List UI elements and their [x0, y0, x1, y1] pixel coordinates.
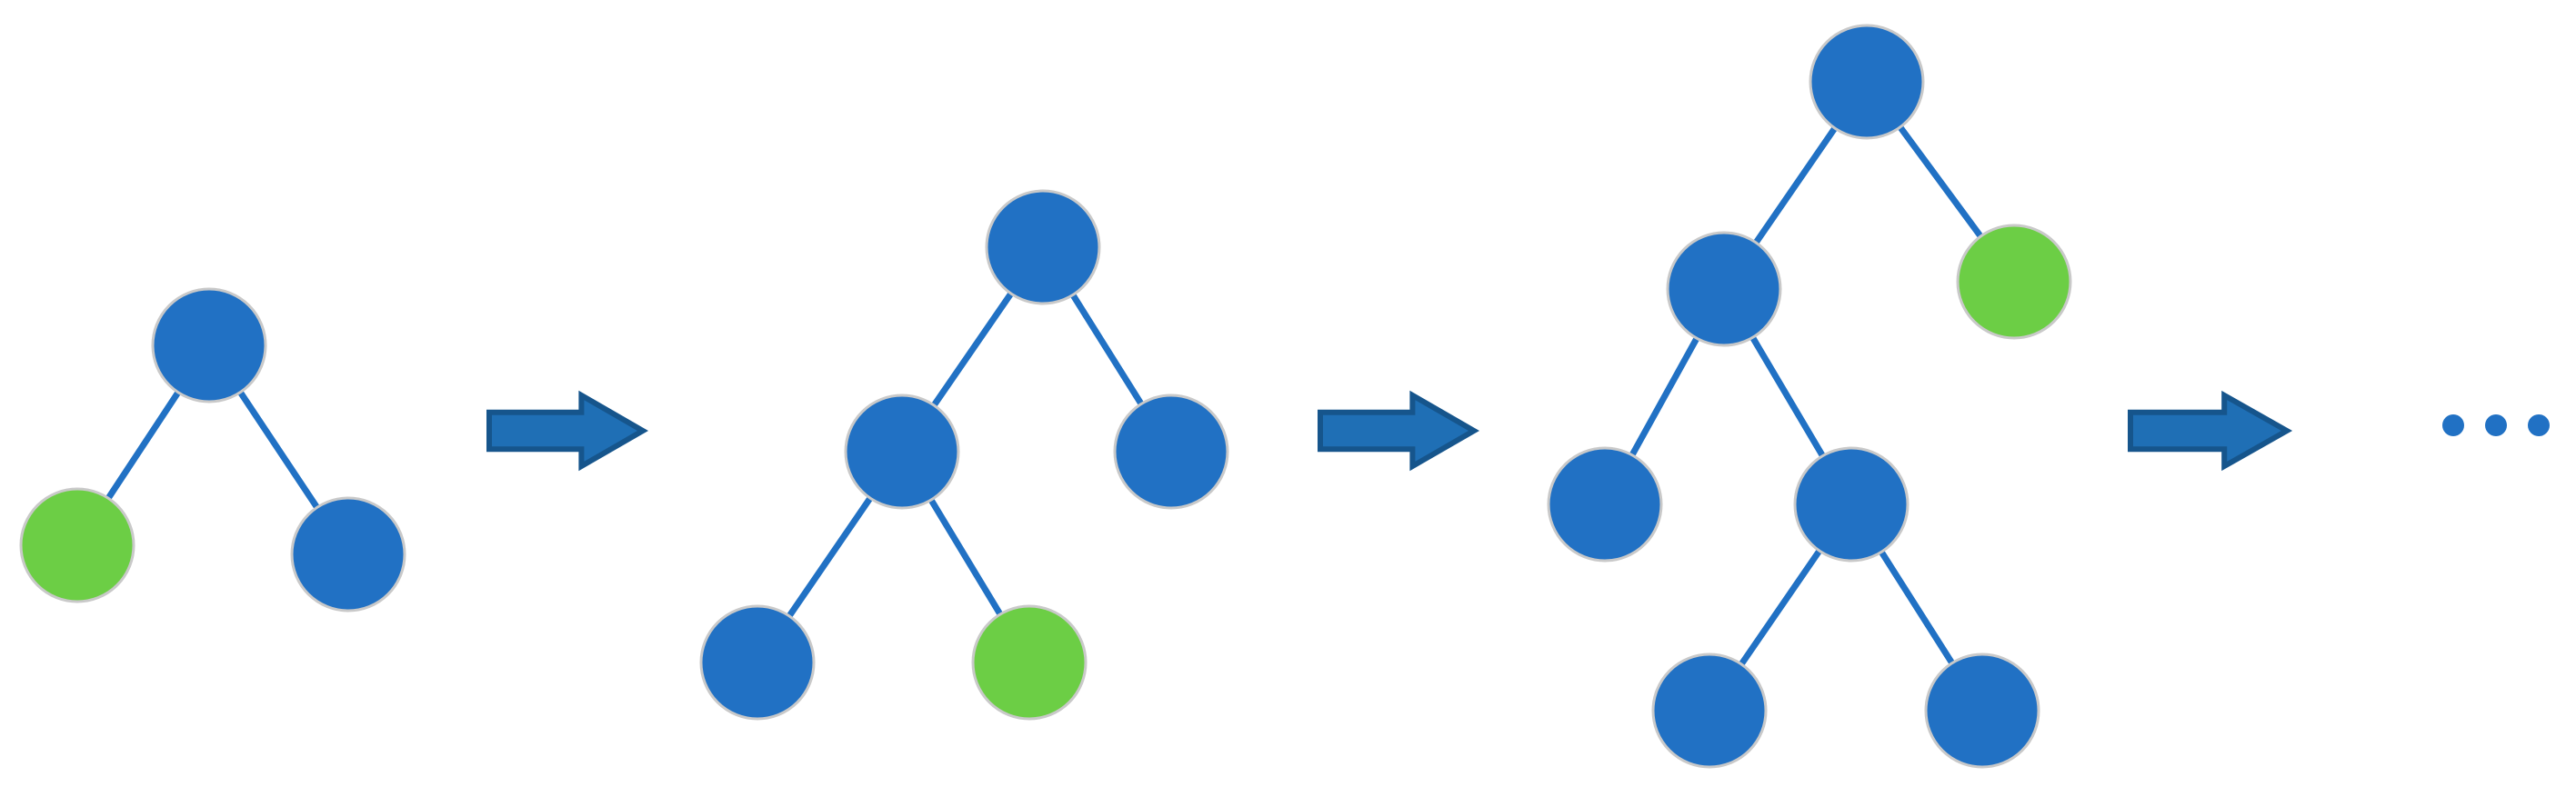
tree-node-blue[interactable]	[844, 394, 960, 510]
tree-node-blue[interactable]	[1547, 446, 1663, 563]
tree-edge	[235, 385, 323, 514]
tree-node-blue[interactable]	[1113, 394, 1229, 510]
tree-edge	[1747, 331, 1829, 463]
tree-node-blue[interactable]	[290, 496, 406, 613]
tree-edge	[784, 492, 876, 623]
arrow-stage3-to-ellipsis	[2128, 390, 2293, 472]
arrows-layer	[486, 390, 2293, 472]
tree-edge	[928, 287, 1017, 412]
tree-node-blue[interactable]	[1666, 231, 1782, 347]
edges-layer	[103, 121, 1987, 671]
tree-node-green[interactable]	[19, 487, 135, 603]
tree-edge	[1894, 121, 1987, 243]
tree-edge	[1067, 288, 1147, 411]
tree-edge	[1750, 122, 1840, 249]
tree-node-blue[interactable]	[699, 604, 816, 721]
ellipsis-dot	[2528, 414, 2550, 436]
tree-node-blue[interactable]	[1651, 653, 1768, 769]
tree-node-green[interactable]	[1956, 224, 2072, 340]
ellipsis-layer	[2442, 414, 2550, 436]
tree-edge	[1627, 332, 1702, 462]
tree-edge	[1736, 544, 1825, 671]
ellipsis-dot	[2485, 414, 2507, 436]
arrow-stage1-to-stage2	[486, 390, 649, 472]
tree-node-blue[interactable]	[1793, 446, 1909, 563]
tree-node-green[interactable]	[971, 604, 1088, 721]
tree-node-blue[interactable]	[151, 287, 267, 403]
tree-node-blue[interactable]	[1809, 24, 1925, 140]
tree-node-blue[interactable]	[985, 189, 1101, 305]
tree-edge	[1876, 545, 1958, 670]
nodes-layer	[19, 24, 2072, 769]
ellipsis-dot	[2442, 414, 2464, 436]
tree-edge	[103, 385, 184, 505]
tree-node-blue[interactable]	[1924, 653, 2040, 769]
tree-edge	[926, 493, 1006, 621]
arrow-stage2-to-stage3	[1318, 390, 1480, 472]
